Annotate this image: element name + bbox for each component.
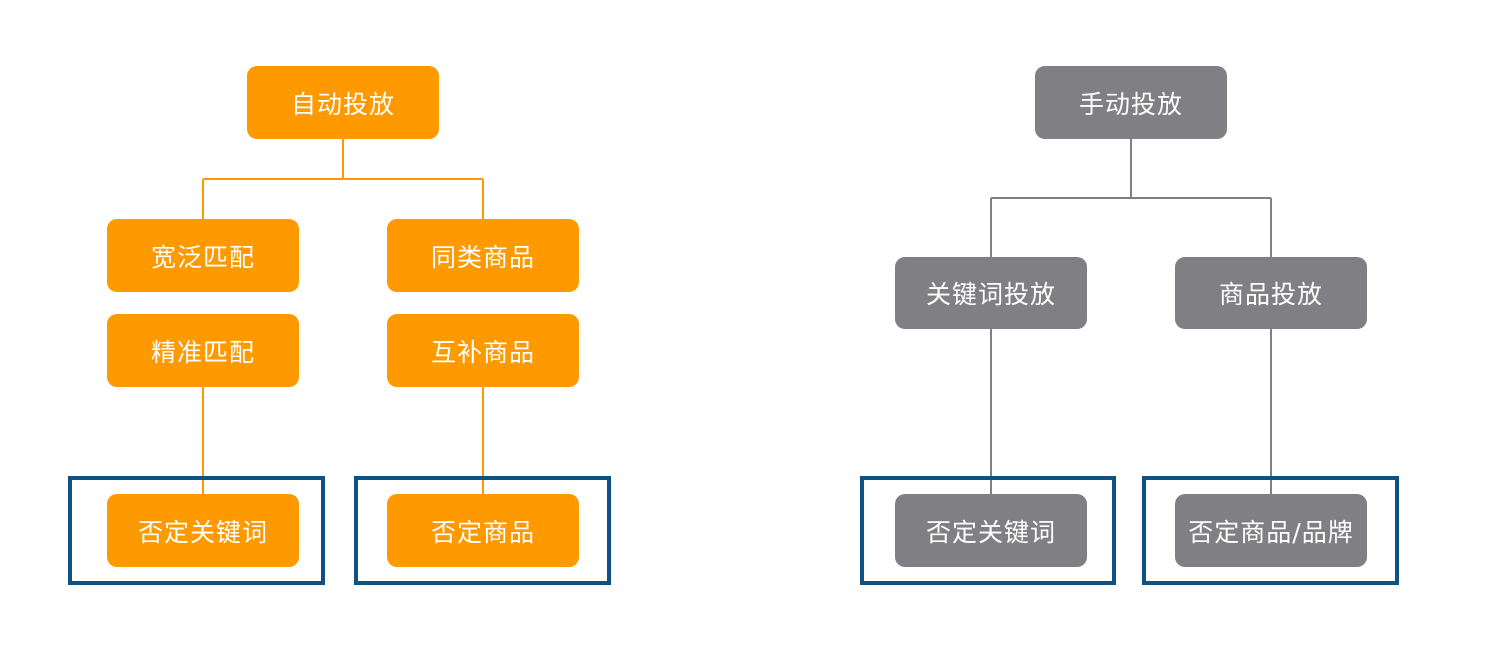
manual-root-connector (990, 139, 1272, 257)
auto-root-node: 自动投放 (247, 66, 439, 139)
keyword-targeting-node: 关键词投放 (895, 257, 1087, 329)
product-targeting-node: 商品投放 (1175, 257, 1367, 329)
manual-root-label: 手动投放 (1078, 89, 1183, 119)
complementary-products-node: 互补商品 (387, 314, 579, 387)
manual-negative-keyword-label: 否定关键词 (925, 517, 1056, 547)
auto-negative-product-label: 否定商品 (430, 517, 535, 547)
manual-root-node: 手动投放 (1035, 66, 1227, 139)
broad-match-label: 宽泛匹配 (150, 242, 255, 272)
highlight-frame-auto-keyword (68, 476, 325, 585)
auto-negative-keyword-node: 否定关键词 (107, 494, 299, 567)
exact-match-node: 精准匹配 (107, 314, 299, 387)
keyword-targeting-label: 关键词投放 (925, 280, 1056, 309)
highlight-frame-manual-keyword (860, 476, 1116, 585)
product-targeting-label: 商品投放 (1218, 280, 1323, 309)
highlight-frame-manual-product (1142, 476, 1399, 585)
similar-products-label: 同类商品 (430, 242, 535, 272)
manual-negative-product-brand-node: 否定商品/品牌 (1175, 494, 1367, 567)
auto-root-label: 自动投放 (290, 89, 395, 119)
auto-negative-product-node: 否定商品 (387, 494, 579, 567)
manual-negative-keyword-node: 否定关键词 (895, 494, 1087, 567)
manual-negative-product-brand-label: 否定商品/品牌 (1188, 517, 1354, 547)
highlight-frame-auto-product (354, 476, 611, 585)
complementary-products-label: 互补商品 (430, 337, 535, 367)
similar-products-node: 同类商品 (387, 219, 579, 292)
auto-negative-keyword-label: 否定关键词 (137, 517, 268, 547)
broad-match-node: 宽泛匹配 (107, 219, 299, 292)
auto-root-connector (202, 139, 484, 219)
exact-match-label: 精准匹配 (150, 337, 255, 367)
